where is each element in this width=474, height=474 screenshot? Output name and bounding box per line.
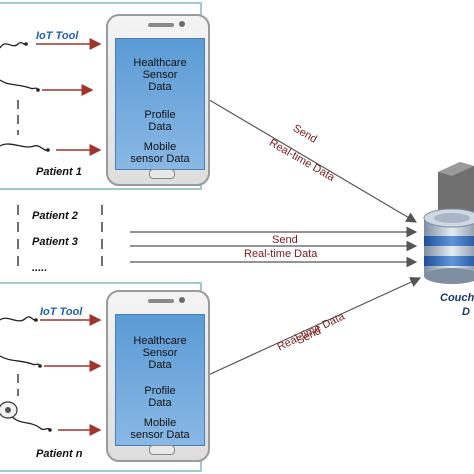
- top-screen-mobile-sensor: Mobile sensor Data: [130, 141, 190, 165]
- middle-patient-3: Patient 3: [32, 236, 78, 248]
- phone-speaker: [148, 23, 174, 27]
- phone-speaker: [148, 299, 174, 303]
- bottom-screen-healthcare-sensor: Healthcare Sensor Data: [133, 335, 187, 371]
- phone-camera-icon: [179, 21, 185, 27]
- top-phone-screen: Healthcare Sensor Data Profile Data Mobi…: [115, 38, 205, 170]
- middle-patient-2: Patient 2: [32, 210, 78, 222]
- database-icon: [423, 208, 474, 284]
- bottom-sensor-wires: [0, 316, 52, 432]
- bottom-screen-profile-data: Profile Data: [144, 385, 176, 409]
- bottom-red-arrows: [40, 314, 102, 436]
- top-iot-tool-label: IoT Tool: [36, 30, 79, 42]
- middle-dividers: [17, 205, 103, 268]
- top-sensor-wires: [0, 41, 50, 152]
- phone-home-button: [149, 169, 175, 179]
- phone-home-button: [149, 445, 175, 455]
- data-flow-arrows: [130, 97, 422, 377]
- bottom-screen-mobile-sensor: Mobile sensor Data: [130, 417, 190, 441]
- top-screen-profile-data: Profile Data: [144, 109, 176, 133]
- middle-realtime-label: Real-time Data: [244, 248, 318, 260]
- database-label-line2: D: [462, 306, 470, 318]
- middle-send-label: Send: [272, 234, 298, 246]
- top-screen-healthcare-sensor: Healthcare Sensor Data: [133, 57, 187, 93]
- bottom-patient-label: Patient n: [36, 448, 83, 460]
- top-patient-label: Patient 1: [36, 166, 82, 178]
- bottom-phone-screen: Healthcare Sensor Data Profile Data Mobi…: [115, 314, 205, 446]
- bottom-smartphone: Healthcare Sensor Data Profile Data Mobi…: [106, 290, 210, 462]
- bottom-iot-tool-label: IoT Tool: [40, 306, 83, 318]
- top-red-arrows: [36, 38, 102, 156]
- middle-patient-ellipsis: .....: [32, 262, 48, 274]
- top-smartphone: Healthcare Sensor Data Profile Data Mobi…: [106, 14, 210, 186]
- phone-camera-icon: [179, 297, 185, 303]
